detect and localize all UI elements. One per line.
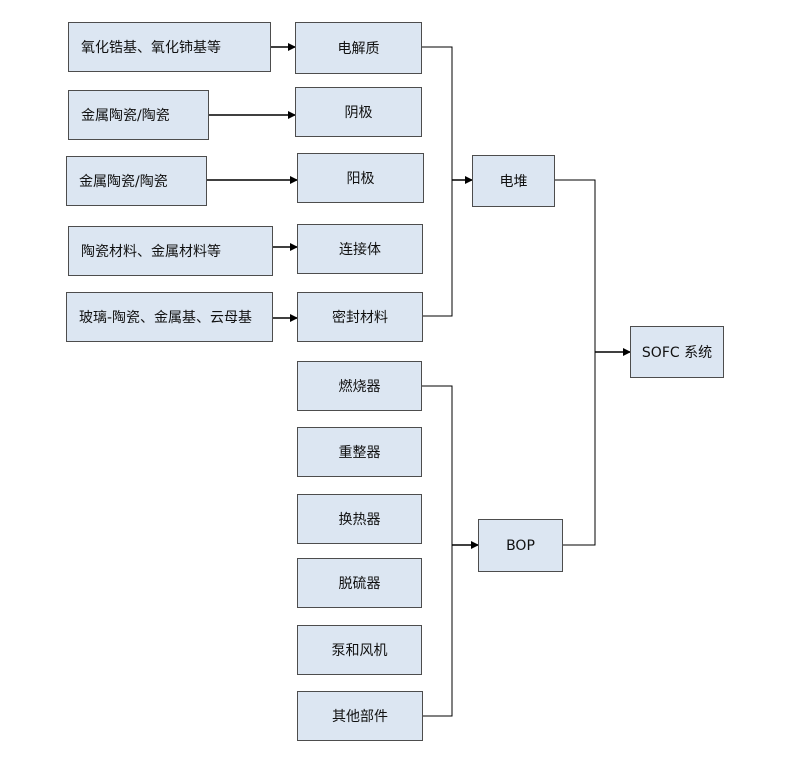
bop-others: 其他部件	[297, 691, 423, 741]
system-bracket	[555, 179, 596, 546]
component-interconnect: 连接体	[297, 224, 423, 274]
bop-reformer: 重整器	[297, 427, 422, 477]
material-cathode: 金属陶瓷/陶瓷	[68, 90, 209, 140]
bop-bracket	[422, 385, 453, 717]
material-anode: 金属陶瓷/陶瓷	[66, 156, 207, 206]
material-sealant: 玻璃-陶瓷、金属基、云母基	[66, 292, 273, 342]
bop-burner: 燃烧器	[297, 361, 422, 411]
subsystem-bop: BOP	[478, 519, 563, 572]
bop-desulfurizer: 脱硫器	[297, 558, 422, 608]
material-electrolyte: 氧化锆基、氧化铈基等	[68, 22, 271, 72]
subsystem-stack: 电堆	[472, 155, 555, 207]
material-interconnect: 陶瓷材料、金属材料等	[68, 226, 273, 276]
component-cathode: 阴极	[295, 87, 422, 137]
component-electrolyte: 电解质	[295, 22, 422, 74]
bop-heat-exchanger: 换热器	[297, 494, 422, 544]
component-anode: 阳极	[297, 153, 424, 203]
stack-bracket	[422, 46, 453, 317]
bop-pump-fan: 泵和风机	[297, 625, 422, 675]
component-sealant: 密封材料	[297, 292, 423, 342]
system-sofc: SOFC 系统	[630, 326, 724, 378]
